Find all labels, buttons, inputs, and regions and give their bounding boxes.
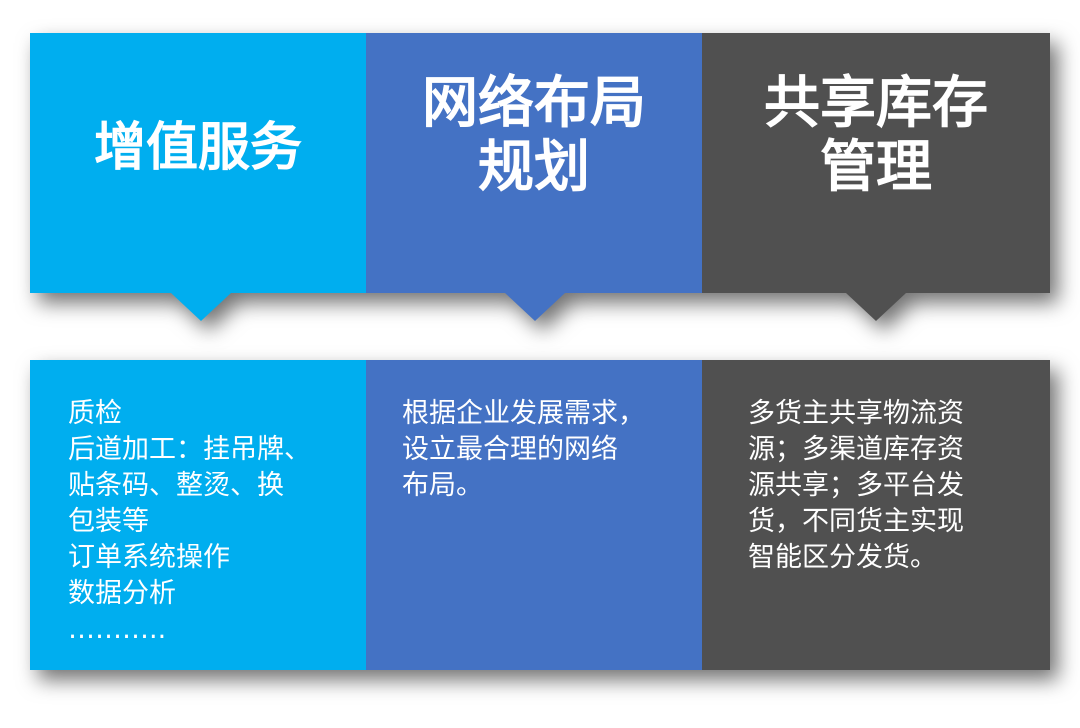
header-title-line: 网络布局 — [422, 70, 646, 136]
desc-text: 质检 后道加工：挂吊牌、 贴条码、整烫、换 包装等 订单系统操作 数据分析 ……… — [68, 396, 358, 648]
desc-value-added-services: 质检 后道加工：挂吊牌、 贴条码、整烫、换 包装等 订单系统操作 数据分析 ……… — [30, 360, 366, 670]
desc-line: 智能区分发货。 — [748, 542, 937, 573]
desc-line: 贴条码、整烫、换 — [68, 470, 284, 501]
header-title-line: 增值服务 — [93, 118, 302, 178]
desc-line: 多货主共享物流资 — [748, 398, 964, 429]
desc-line: 设立最合理的网络 — [402, 434, 618, 465]
pointer-arrow — [846, 293, 906, 321]
desc-line: 后道加工：挂吊牌、 — [68, 434, 311, 465]
desc-line: 数据分析 — [68, 578, 176, 609]
header-network-planning: 网络布局 规划 — [366, 33, 702, 321]
desc-text: 根据企业发展需求， 设立最合理的网络 布局。 — [402, 396, 672, 504]
header-title-line: 共享库存 — [764, 70, 988, 136]
header-title: 共享库存 管理 — [702, 33, 1050, 293]
desc-line: 包装等 — [68, 506, 149, 537]
description-row: 质检 后道加工：挂吊牌、 贴条码、整烫、换 包装等 订单系统操作 数据分析 ……… — [30, 360, 1050, 670]
header-value-added-services: 增值服务 — [30, 33, 366, 321]
desc-line: 根据企业发展需求， — [402, 398, 645, 429]
desc-line: 源；多渠道库存资 — [748, 434, 964, 465]
desc-line: ……….. — [68, 614, 167, 645]
desc-line: 源共享；多平台发 — [748, 470, 964, 501]
desc-line: 订单系统操作 — [68, 542, 230, 573]
pointer-arrow — [505, 293, 565, 321]
desc-line: 布局。 — [402, 470, 483, 501]
header-shared-inventory: 共享库存 管理 — [702, 33, 1050, 321]
desc-network-planning: 根据企业发展需求， 设立最合理的网络 布局。 — [366, 360, 702, 670]
pointer-arrow — [171, 293, 231, 321]
desc-line: 货，不同货主实现 — [748, 506, 964, 537]
header-row: 增值服务 网络布局 规划 共享库存 管理 — [30, 33, 1050, 321]
header-title-line: 管理 — [820, 134, 932, 200]
desc-shared-inventory: 多货主共享物流资 源；多渠道库存资 源共享；多平台发 货，不同货主实现 智能区分… — [702, 360, 1050, 670]
header-title: 增值服务 — [30, 33, 366, 293]
desc-text: 多货主共享物流资 源；多渠道库存资 源共享；多平台发 货，不同货主实现 智能区分… — [748, 396, 1018, 576]
desc-line: 质检 — [68, 398, 122, 429]
header-title-line: 规划 — [478, 134, 590, 200]
header-title: 网络布局 规划 — [366, 33, 702, 293]
